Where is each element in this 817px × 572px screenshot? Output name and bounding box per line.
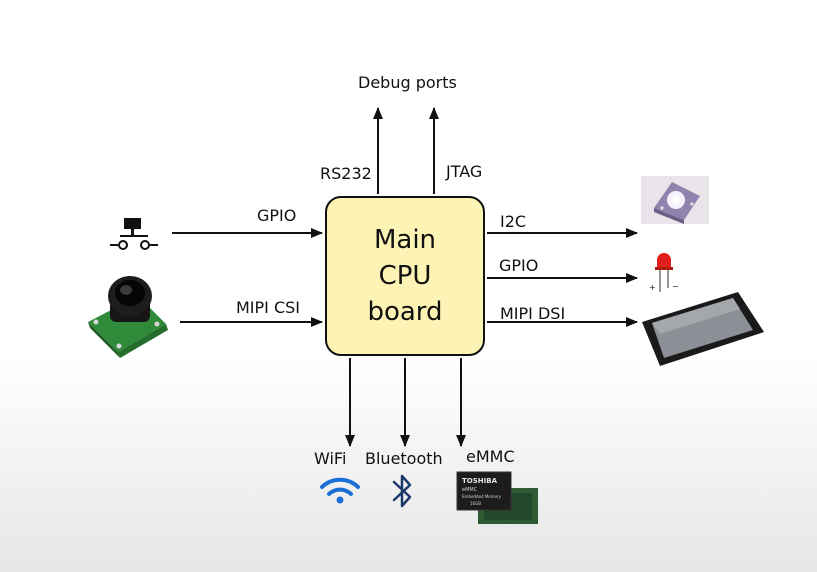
wifi-icon: [320, 477, 360, 504]
emmc-label: eMMC: [466, 447, 515, 466]
svg-text:−: −: [672, 282, 679, 291]
emmc-brand-text: TOSHIBA: [462, 477, 498, 485]
gpio-output-label: GPIO: [499, 256, 539, 275]
cpu-label-line3: board: [367, 297, 443, 327]
gpio-input-label: GPIO: [257, 206, 297, 225]
red-led-icon: + −: [649, 253, 679, 292]
i2c-label: I2C: [500, 212, 527, 231]
emmc-chip-icon: TOSHIBA eMMC Embedded Memory 16GB: [456, 471, 538, 524]
emmc-type-text: eMMC: [462, 487, 478, 493]
emmc-size-text: 16GB: [470, 501, 481, 506]
svg-text:+: +: [649, 283, 656, 292]
emmc-desc-text: Embedded Memory: [462, 494, 502, 499]
rs232-label: RS232: [320, 164, 372, 183]
wifi-label: WiFi: [314, 449, 347, 468]
mipi-csi-label: MIPI CSI: [236, 298, 301, 317]
bluetooth-icon: [392, 474, 412, 508]
tablet-display-icon: [642, 292, 764, 366]
cpu-label-line2: CPU: [378, 261, 432, 291]
i2c-sensor-board-icon: [641, 176, 709, 224]
push-button-switch-icon: [110, 218, 158, 250]
mipi-dsi-label: MIPI DSI: [500, 304, 566, 323]
debug-ports-label: Debug ports: [358, 73, 457, 92]
main-cpu-board: Main CPU board: [325, 196, 485, 356]
bluetooth-label: Bluetooth: [365, 449, 443, 468]
camera-module-icon: [88, 276, 168, 358]
cpu-label-line1: Main: [373, 225, 437, 255]
jtag-label: JTAG: [446, 162, 483, 181]
